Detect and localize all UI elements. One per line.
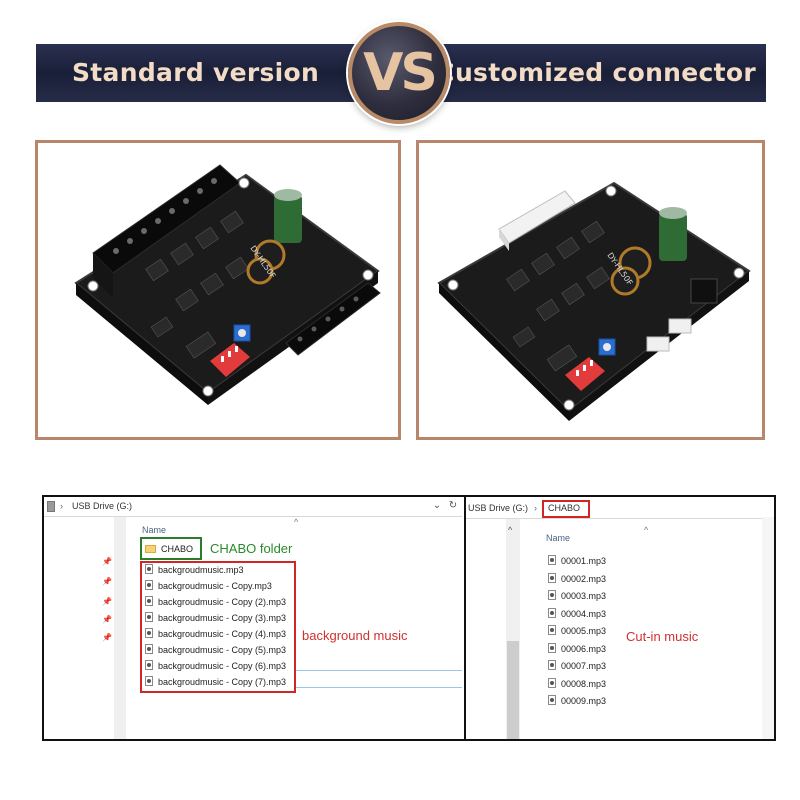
standard-board-image: DY-HL50F xyxy=(74,164,381,405)
mp3-file-icon xyxy=(548,555,556,565)
customized-connector-title: Customized connector xyxy=(436,58,756,87)
file-name: 00005.mp3 xyxy=(561,626,607,636)
scrollbar-thumb[interactable] xyxy=(507,641,519,739)
customized-board-photo: DY-HL50F xyxy=(416,140,765,440)
file-name: 00009.mp3 xyxy=(561,696,607,706)
file-name: 00008.mp3 xyxy=(561,679,607,689)
file-name: backgroudmusic - Copy (6).mp3 xyxy=(158,661,287,671)
file-name: backgroudmusic - Copy (7).mp3 xyxy=(158,677,287,687)
file-row[interactable]: backgroudmusic - Copy.mp3 xyxy=(145,579,272,594)
mp3-file-icon xyxy=(548,695,556,705)
folder-item-chabo[interactable]: CHABO xyxy=(145,542,193,557)
file-row[interactable]: 00007.mp3 xyxy=(548,659,606,674)
file-name: 00006.mp3 xyxy=(561,644,607,654)
file-row[interactable]: 00004.mp3 xyxy=(548,607,606,622)
file-row[interactable]: 00003.mp3 xyxy=(548,589,606,604)
chevron-right-icon: › xyxy=(534,503,537,513)
chabo-path-highlight-box xyxy=(542,500,590,518)
address-drive[interactable]: USB Drive (G:) xyxy=(72,501,133,511)
file-row[interactable]: 00002.mp3 xyxy=(548,572,606,587)
file-row[interactable]: 00005.mp3 xyxy=(548,624,606,639)
pin-icon[interactable]: 📌 xyxy=(102,577,112,586)
mp3-file-icon xyxy=(145,612,153,622)
file-row[interactable]: 00009.mp3 xyxy=(548,694,606,709)
drive-icon xyxy=(47,501,55,512)
file-row[interactable]: backgroudmusic - Copy (4).mp3 xyxy=(145,627,286,642)
file-row[interactable]: backgroudmusic - Copy (5).mp3 xyxy=(145,643,286,658)
standard-version-title: Standard version xyxy=(72,58,320,87)
mp3-file-icon xyxy=(145,596,153,606)
file-row[interactable]: backgroudmusic.mp3 xyxy=(145,563,244,578)
standard-board-photo: DY-HL50F xyxy=(35,140,401,440)
cut-in-music-annotation: Cut-in music xyxy=(626,629,699,644)
vs-badge: VS xyxy=(348,22,450,124)
pin-icon[interactable]: 📌 xyxy=(102,597,112,606)
file-row[interactable]: backgroudmusic - Copy (6).mp3 xyxy=(145,659,286,674)
mp3-file-icon xyxy=(145,564,153,574)
navigation-pane-strip xyxy=(114,517,126,739)
mp3-file-icon xyxy=(548,678,556,688)
scroll-up-icon[interactable]: ^ xyxy=(508,525,513,535)
customized-board-image: DY-HL50F xyxy=(437,181,751,421)
explorer-pane-chabo: USB Drive (G:) › CHABO ^ Name ^ 00001.mp… xyxy=(464,497,774,739)
file-row[interactable]: backgroudmusic - Copy (2).mp3 xyxy=(145,595,286,610)
mp3-file-icon xyxy=(145,628,153,638)
sort-caret-icon: ^ xyxy=(644,525,649,535)
folder-highlight-box xyxy=(140,537,202,560)
file-name: 00004.mp3 xyxy=(561,609,607,619)
mp3-file-icon xyxy=(548,608,556,618)
vs-text: VS xyxy=(363,43,438,103)
folder-icon xyxy=(145,545,156,553)
mp3-file-icon xyxy=(548,660,556,670)
explorer-pane-root: › USB Drive (G:) ⌄ ↻ Name ^ 📌 📌 📌 📌 📌 CH… xyxy=(44,497,462,739)
folder-name: CHABO xyxy=(161,544,194,554)
vertical-scrollbar[interactable] xyxy=(762,517,774,739)
file-name: backgroudmusic.mp3 xyxy=(158,565,244,575)
pin-icon[interactable]: 📌 xyxy=(102,633,112,642)
file-name: backgroudmusic - Copy (3).mp3 xyxy=(158,613,287,623)
sort-caret-icon: ^ xyxy=(294,517,299,527)
mp3-file-icon xyxy=(548,590,556,600)
file-explorer-comparison: › USB Drive (G:) ⌄ ↻ Name ^ 📌 📌 📌 📌 📌 CH… xyxy=(42,495,776,741)
address-bar[interactable]: › USB Drive (G:) ⌄ ↻ xyxy=(44,497,462,517)
column-header-name[interactable]: Name xyxy=(546,533,571,543)
pin-icon[interactable]: 📌 xyxy=(102,557,112,566)
refresh-icon[interactable]: ↻ xyxy=(448,500,458,511)
file-row[interactable]: backgroudmusic - Copy (3).mp3 xyxy=(145,611,286,626)
mp3-file-icon xyxy=(145,580,153,590)
background-music-highlight-box xyxy=(140,561,296,693)
file-name: 00001.mp3 xyxy=(561,556,607,566)
file-name: 00002.mp3 xyxy=(561,574,607,584)
navigation-pane-strip: ^ xyxy=(506,519,520,739)
file-row[interactable]: 00006.mp3 xyxy=(548,642,606,657)
chabo-folder-annotation: CHABO folder xyxy=(210,541,293,556)
selection-guide-line xyxy=(296,687,462,688)
file-name: backgroudmusic - Copy (4).mp3 xyxy=(158,629,287,639)
mp3-file-icon xyxy=(145,676,153,686)
column-header-name[interactable]: Name xyxy=(142,525,167,535)
chevron-down-icon[interactable]: ⌄ xyxy=(432,500,442,511)
file-name: backgroudmusic - Copy.mp3 xyxy=(158,581,272,591)
mp3-file-icon xyxy=(548,625,556,635)
selection-guide-line xyxy=(296,670,462,671)
address-folder[interactable]: CHABO xyxy=(548,503,581,513)
mp3-file-icon xyxy=(145,644,153,654)
mp3-file-icon xyxy=(548,643,556,653)
file-name: backgroudmusic - Copy (5).mp3 xyxy=(158,645,287,655)
mp3-file-icon xyxy=(145,660,153,670)
file-row[interactable]: 00001.mp3 xyxy=(548,554,606,569)
file-name: 00003.mp3 xyxy=(561,591,607,601)
file-row[interactable]: backgroudmusic - Copy (7).mp3 xyxy=(145,675,286,690)
file-name: 00007.mp3 xyxy=(561,661,607,671)
mp3-file-icon xyxy=(548,573,556,583)
address-drive[interactable]: USB Drive (G:) xyxy=(468,503,529,513)
chevron-right-icon: › xyxy=(60,501,63,511)
pin-icon[interactable]: 📌 xyxy=(102,615,112,624)
background-music-annotation: background music xyxy=(302,628,408,643)
file-name: backgroudmusic - Copy (2).mp3 xyxy=(158,597,287,607)
address-bar[interactable]: USB Drive (G:) › CHABO xyxy=(466,497,774,519)
file-row[interactable]: 00008.mp3 xyxy=(548,677,606,692)
